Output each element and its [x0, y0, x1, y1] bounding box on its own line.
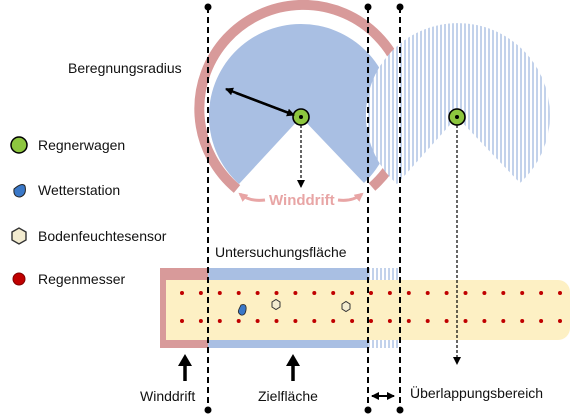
rain-gauge-dot [312, 319, 317, 323]
rain-gauge-dot [255, 291, 260, 295]
weather-station-icon [237, 304, 247, 316]
target-strip-top [208, 268, 368, 280]
rain-gauge-dot [387, 319, 392, 323]
line-endpoint [204, 406, 212, 414]
overlap-strip-bottom [368, 340, 400, 348]
spray-area-overlap [365, 23, 550, 184]
rain-gauge-dot [444, 319, 449, 323]
up-arrow-target-area [286, 354, 300, 381]
rain-gauge-grid [180, 291, 562, 323]
rain-gauge-dot [350, 319, 355, 323]
line-endpoint [204, 3, 212, 11]
rain-gauge-dot [463, 291, 468, 295]
rain-gauge-dot [558, 291, 562, 295]
sprinkler-cart-icon [10, 136, 28, 154]
target-area-label: Zielfläche [258, 388, 318, 404]
rain-gauge-dot [539, 319, 544, 323]
rain-gauge-dot [236, 291, 241, 295]
wind-drift-arrow-right [337, 192, 364, 202]
drift-zone-inner [166, 280, 208, 340]
rain-gauge-dot [444, 291, 449, 295]
overlap-area-label: Überlappungsbereich [410, 385, 544, 401]
rain-gauge-dot [558, 319, 562, 323]
irrigation-radius-label: Beregnungsradius [68, 60, 182, 76]
rain-gauge-dot [274, 291, 279, 295]
sprinkler-cart-center [299, 115, 303, 119]
line-endpoint [396, 3, 404, 11]
rain-gauge-dot [217, 291, 222, 295]
up-arrow-winddrift [178, 354, 192, 381]
wind-drift-label: Winddrift [269, 192, 335, 209]
soil-moisture-sensor-icon [271, 298, 281, 311]
legend-label: Regenmesser [38, 271, 126, 287]
overlap-strip-top [368, 268, 400, 280]
rain-gauge-dot [198, 291, 203, 295]
rain-gauge-dot [180, 319, 184, 323]
rain-gauge-dot [539, 291, 544, 295]
spray-area [208, 23, 393, 184]
rain-gauge-dot [482, 291, 487, 295]
rain-gauge-dot [501, 291, 506, 295]
rain-gauge-dot [255, 319, 260, 323]
rain-gauge-dot [350, 291, 355, 295]
rain-gauge-dot [274, 319, 279, 323]
rain-gauge-dot [369, 291, 373, 295]
wind-drift-arrow-left [238, 192, 266, 202]
legend-item-weather-station: Wetterstation [8, 179, 120, 201]
rain-gauge-dot [406, 319, 411, 323]
rain-gauge-icon [12, 272, 26, 286]
rain-gauge-dot [312, 291, 317, 295]
rain-gauge-dot [293, 291, 298, 295]
rain-gauge-dot [198, 319, 203, 323]
legend-item-sprinkler-cart: Regnerwagen [8, 134, 125, 156]
rain-gauge-dot [236, 319, 241, 323]
rain-gauge-dot [482, 319, 487, 323]
rain-gauge-dot [387, 291, 392, 295]
target-strip-bottom [208, 340, 368, 348]
field-band [160, 280, 570, 340]
soil-moisture-sensor-icon [341, 300, 351, 313]
rain-gauge-dot [463, 319, 468, 323]
rain-gauge-dot [425, 291, 430, 295]
weather-station-icon [13, 184, 26, 198]
radius-arrow [235, 91, 295, 117]
wind-drift-bottom-label: Winddrift [140, 388, 196, 404]
line-endpoint [364, 3, 372, 11]
rain-gauge-dot [369, 319, 373, 323]
rain-gauge-dot [406, 291, 411, 295]
legend-label: Regnerwagen [38, 137, 126, 153]
rain-gauge-dot [217, 319, 222, 323]
rain-gauge-dot [293, 319, 298, 323]
rain-gauge-dot [180, 291, 184, 295]
rain-gauge-dot [520, 291, 525, 295]
legend-item-rain-gauge: Regenmesser [8, 268, 125, 290]
boundary-lines [207, 7, 401, 410]
rain-gauge-dot [331, 319, 336, 323]
study-area-label: Untersuchungsfläche [215, 244, 347, 260]
rain-gauge-dot [501, 319, 506, 323]
rain-gauge-dot [520, 319, 525, 323]
legend-label: Bodenfeuchtesensor [38, 228, 167, 244]
rain-gauge-dot [425, 319, 430, 323]
sprinkler-cart-center [455, 115, 459, 119]
rain-gauge-dot [331, 291, 336, 295]
soil-moisture-sensor-icon [11, 227, 27, 245]
legend-item-soil-moisture-sensor: Bodenfeuchtesensor [8, 225, 166, 247]
legend-label: Wetterstation [38, 182, 121, 198]
line-endpoint [396, 406, 404, 414]
line-endpoint [364, 406, 372, 414]
